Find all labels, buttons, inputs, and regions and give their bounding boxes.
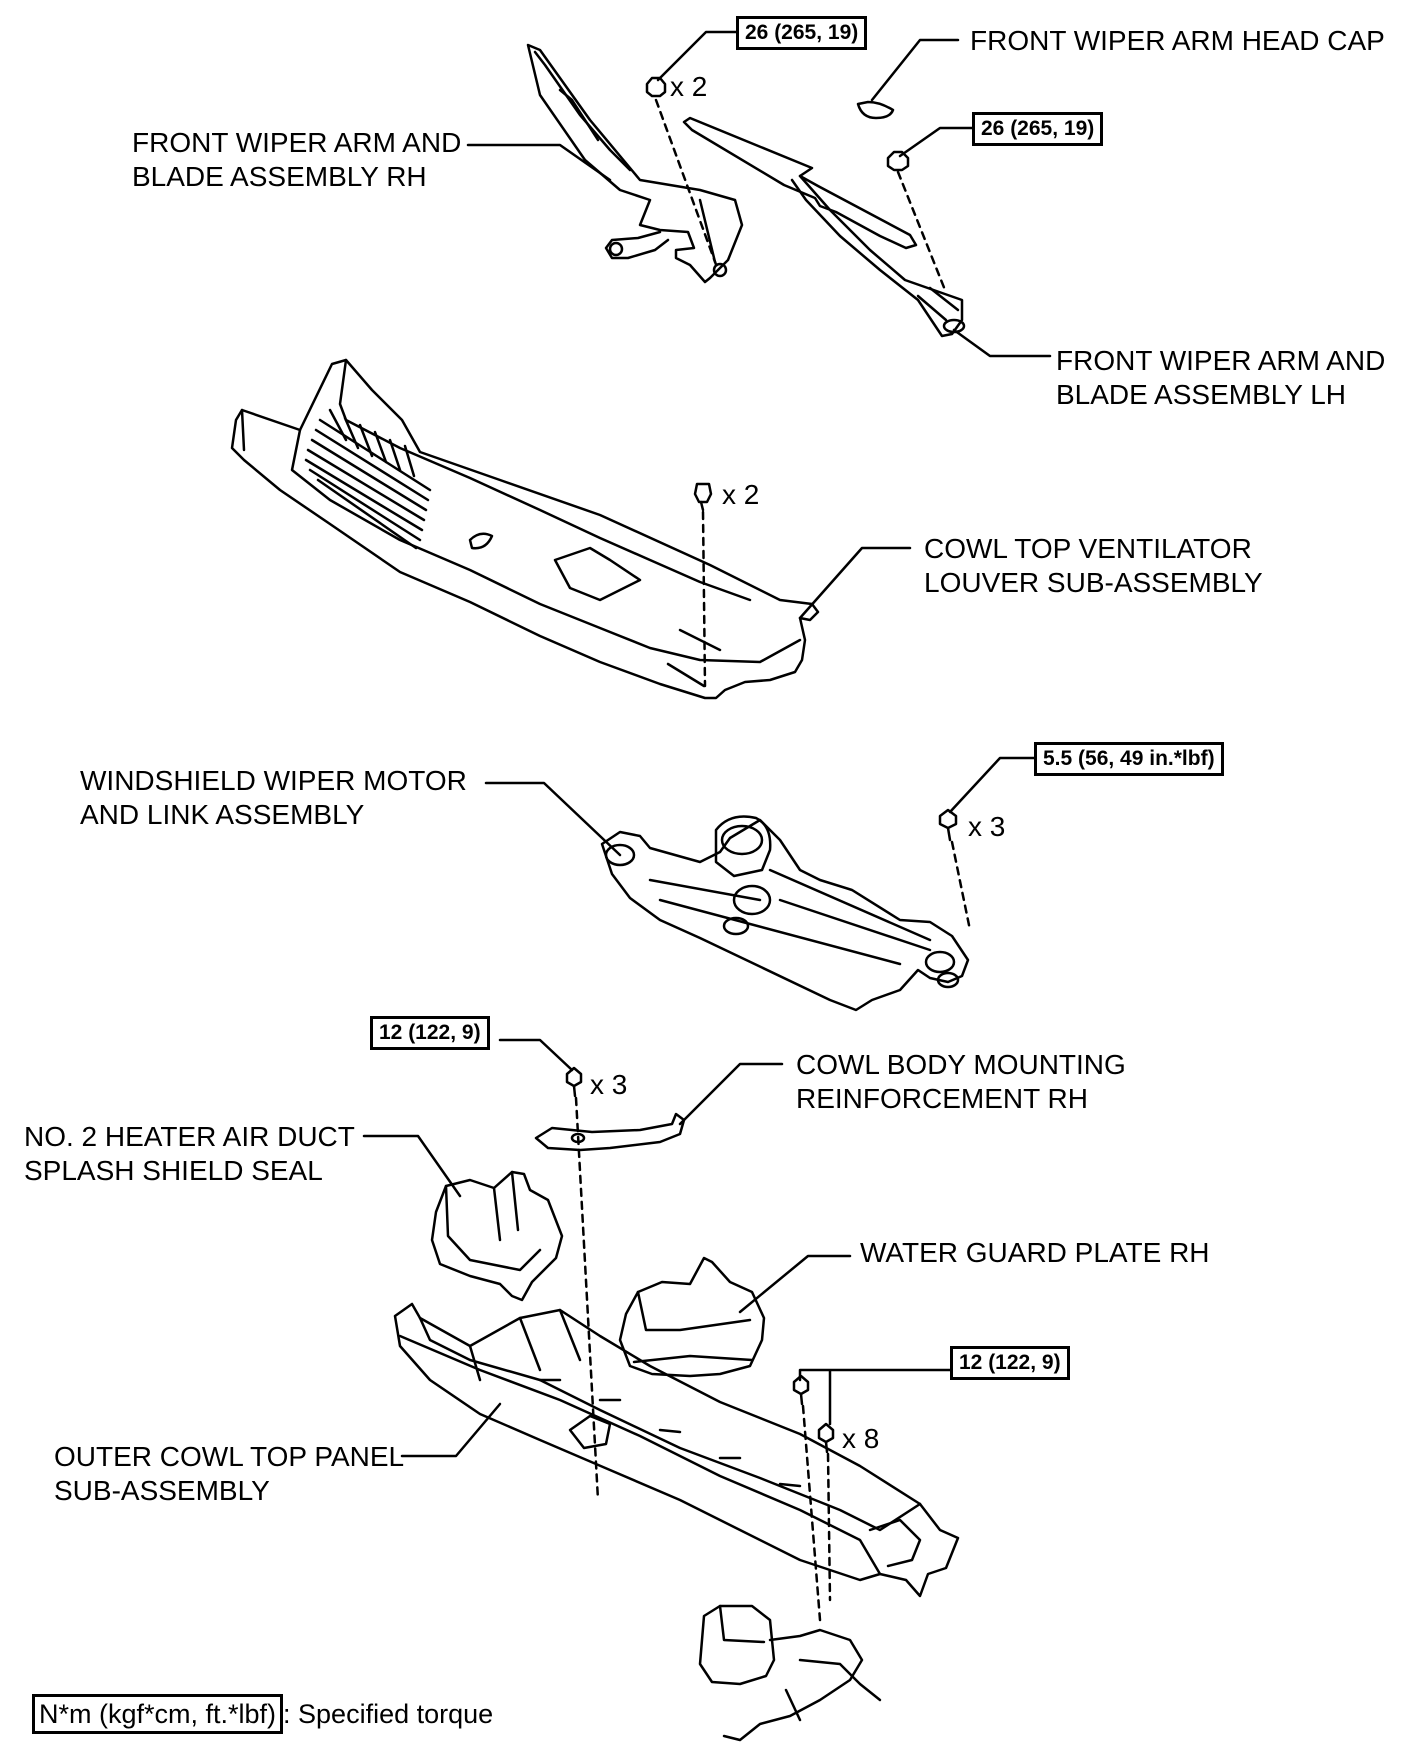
qty-reinf-bolt: x 3: [590, 1069, 628, 1100]
legend-text: : Specified torque: [283, 1699, 494, 1729]
water-guard-part: [618, 1256, 766, 1378]
label-louver-line1: COWL TOP VENTILATOR: [924, 533, 1252, 564]
label-reinforcement-line2: REINFORCEMENT RH: [796, 1083, 1088, 1114]
label-motor: WINDSHIELD WIPER MOTOR AND LINK ASSEMBLY: [80, 764, 467, 832]
reinforcement-bolt: [565, 1066, 583, 1098]
label-arm-lh-line2: BLADE ASSEMBLY LH: [1056, 379, 1346, 410]
arm-rh-nut: [645, 76, 667, 98]
label-head-cap-line1: FRONT WIPER ARM HEAD CAP: [970, 25, 1385, 56]
label-head-cap: FRONT WIPER ARM HEAD CAP: [970, 24, 1385, 58]
label-outer-cowl: OUTER COWL TOP PANEL SUB-ASSEMBLY: [54, 1440, 404, 1508]
label-heater-seal: NO. 2 HEATER AIR DUCT SPLASH SHIELD SEAL: [24, 1120, 355, 1188]
label-heater-seal-line1: NO. 2 HEATER AIR DUCT: [24, 1121, 355, 1152]
label-water-guard-line1: WATER GUARD PLATE RH: [860, 1237, 1210, 1268]
wiper-motor-link-part: [600, 815, 970, 1012]
torque-legend: N*m (kgf*cm, ft.*lbf): Specified torque: [32, 1694, 493, 1734]
label-reinforcement-line1: COWL BODY MOUNTING: [796, 1049, 1126, 1080]
wiper-arm-lh-part: [682, 116, 966, 338]
leader-lines: [362, 30, 1052, 1458]
label-louver-line2: LOUVER SUB-ASSEMBLY: [924, 567, 1263, 598]
reinforcement-part: [534, 1112, 686, 1152]
label-outer-cowl-line2: SUB-ASSEMBLY: [54, 1475, 270, 1506]
torque-cowl-bolt: 12 (122, 9): [950, 1346, 1070, 1380]
arm-lh-nut: [886, 150, 910, 172]
motor-bolt: [938, 808, 958, 842]
torque-motor-bolt: 5.5 (56, 49 in.*lbf): [1034, 742, 1224, 776]
cowl-louver-part: [230, 358, 820, 700]
label-heater-seal-line2: SPLASH SHIELD SEAL: [24, 1155, 323, 1186]
torque-reinf-bolt: 12 (122, 9): [370, 1016, 490, 1050]
reservoir-part: [698, 1604, 882, 1742]
label-arm-lh: FRONT WIPER ARM AND BLADE ASSEMBLY LH: [1056, 344, 1385, 412]
outer-cowl-panel-part: [393, 1302, 960, 1598]
qty-arm-rh-nut: x 2: [670, 71, 708, 102]
label-motor-line2: AND LINK ASSEMBLY: [80, 799, 365, 830]
qty-louver-clip: x 2: [722, 479, 760, 510]
heater-seal-part: [430, 1170, 564, 1302]
label-water-guard: WATER GUARD PLATE RH: [860, 1236, 1210, 1270]
qty-motor-bolt: x 3: [968, 811, 1006, 842]
torque-arm-lh-nut: 26 (265, 19): [972, 112, 1104, 146]
label-arm-lh-line1: FRONT WIPER ARM AND: [1056, 345, 1386, 376]
label-arm-rh-line1: FRONT WIPER ARM AND: [132, 127, 462, 158]
label-arm-rh-line2: BLADE ASSEMBLY RH: [132, 161, 427, 192]
legend-unit-box: N*m (kgf*cm, ft.*lbf): [32, 1694, 284, 1734]
louver-clip: [693, 482, 713, 512]
torque-arm-rh-nut: 26 (265, 19): [736, 16, 868, 50]
label-arm-rh: FRONT WIPER ARM AND BLADE ASSEMBLY RH: [132, 126, 461, 194]
label-louver: COWL TOP VENTILATOR LOUVER SUB-ASSEMBLY: [924, 532, 1263, 600]
qty-cowl-bolt: x 8: [842, 1423, 880, 1454]
head-cap-part: [856, 100, 895, 120]
label-reinforcement: COWL BODY MOUNTING REINFORCEMENT RH: [796, 1048, 1126, 1116]
label-outer-cowl-line1: OUTER COWL TOP PANEL: [54, 1441, 405, 1472]
label-motor-line1: WINDSHIELD WIPER MOTOR: [80, 765, 467, 796]
